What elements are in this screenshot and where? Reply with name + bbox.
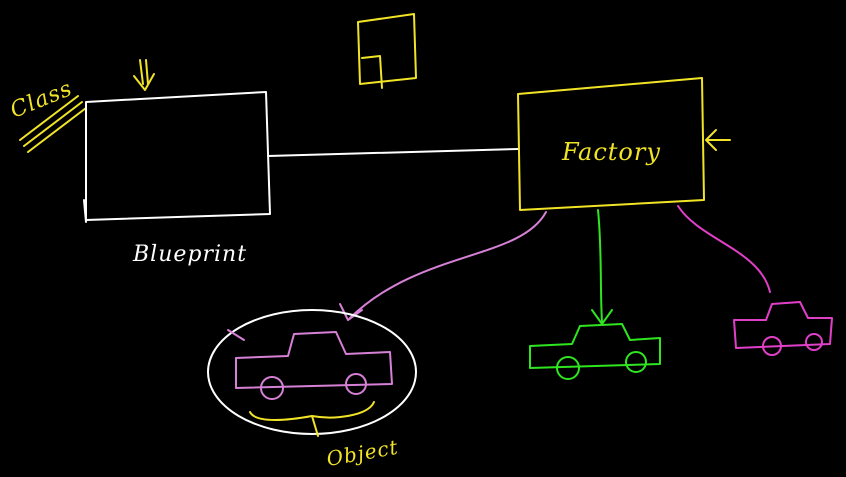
blueprint-label: Blueprint <box>132 242 247 267</box>
class-underline-3 <box>27 107 87 153</box>
factory-to-object-arrow <box>339 211 547 321</box>
object-car-icon <box>227 329 393 400</box>
class-label: Class <box>7 76 76 123</box>
factory-box <box>517 77 705 211</box>
magenta-car-icon <box>733 301 833 356</box>
blueprint-box <box>83 91 271 223</box>
blueprint-down-arrow <box>133 59 155 91</box>
class-underline-1 <box>19 95 79 141</box>
factory-label: Factory <box>561 138 661 166</box>
small-square-icon <box>357 13 417 89</box>
class-annotation: Class <box>7 76 87 153</box>
factory-to-green-car-arrow <box>591 209 613 325</box>
factory-to-magenta-car-arrow <box>677 205 771 293</box>
object-brace <box>249 401 375 437</box>
connector-line <box>267 148 519 157</box>
object-ellipse <box>207 309 417 435</box>
green-car-icon <box>529 323 661 380</box>
object-label: Object <box>325 435 401 471</box>
factory-arrow <box>705 129 731 151</box>
class-underline-2 <box>23 101 83 147</box>
